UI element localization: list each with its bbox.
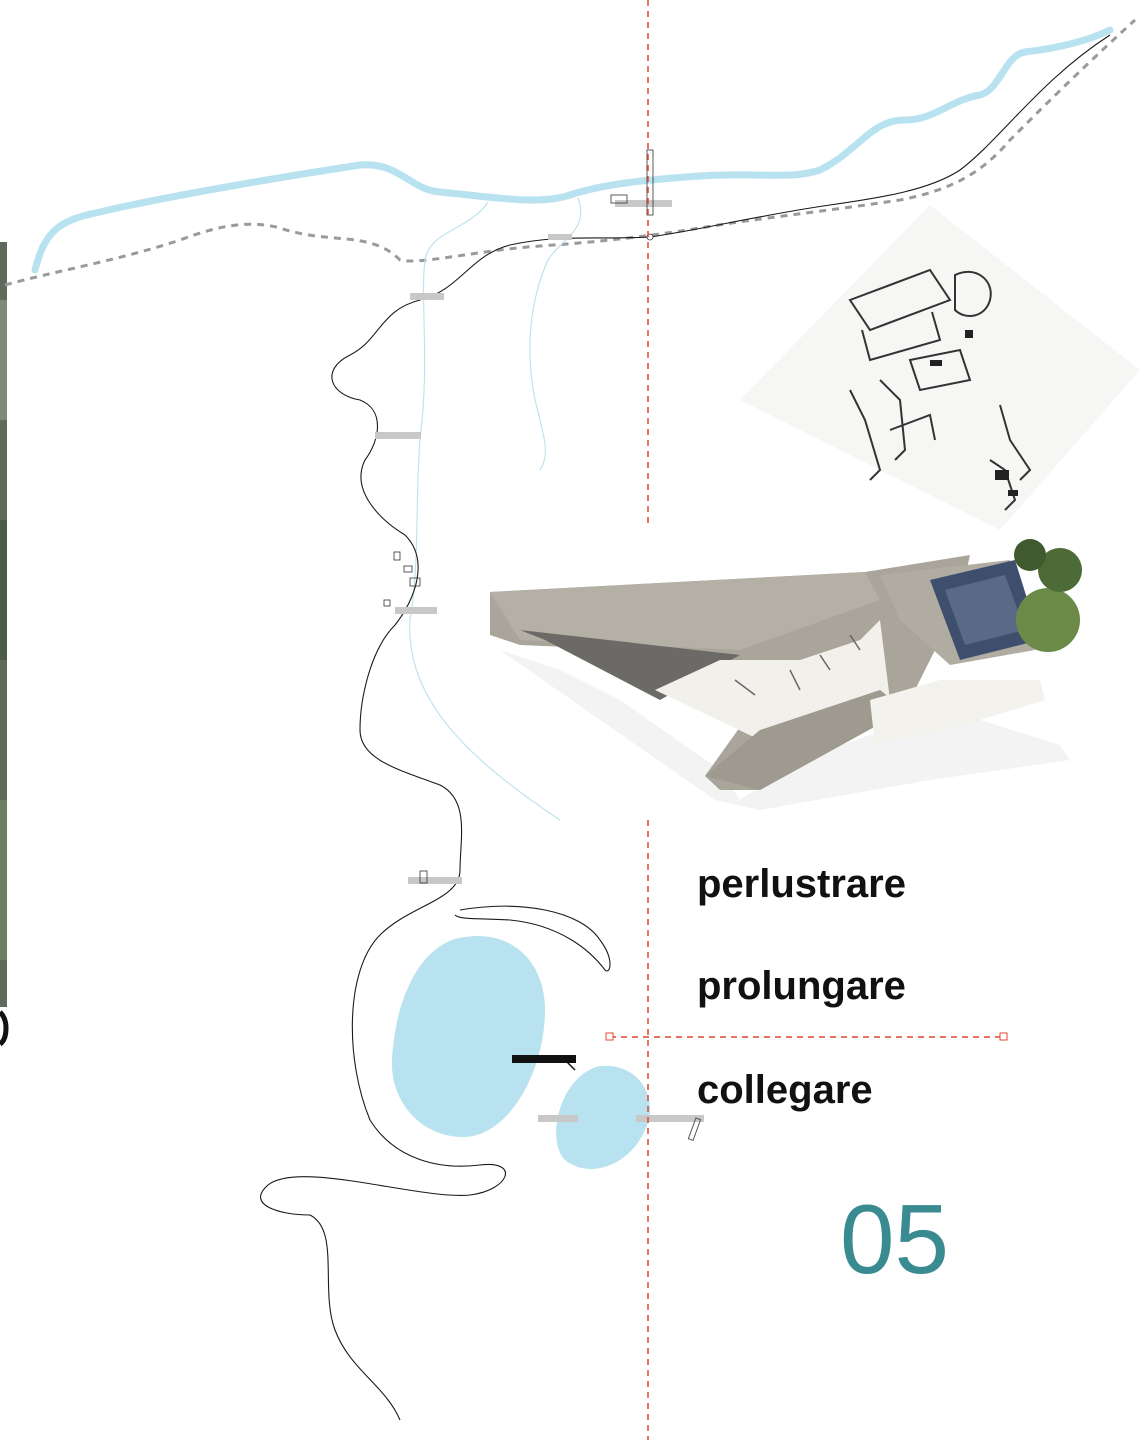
pier bbox=[512, 1055, 576, 1063]
keyword-2: prolungare bbox=[697, 964, 906, 1008]
left-photo-strip bbox=[0, 242, 9, 1047]
keyword-3: collegare bbox=[697, 1068, 873, 1112]
lake-large bbox=[391, 935, 545, 1138]
axis-endpoint-icon bbox=[999, 1032, 1008, 1041]
pier-marker bbox=[564, 1059, 576, 1071]
keyword-1: perlustrare bbox=[697, 862, 906, 906]
path-east bbox=[649, 34, 1111, 238]
museum-roof-render bbox=[490, 539, 1082, 810]
page-number: 05 bbox=[840, 1184, 950, 1294]
ruins-plan bbox=[740, 205, 1140, 530]
river bbox=[31, 26, 1114, 274]
winding-path bbox=[260, 236, 651, 1421]
path-loop bbox=[454, 905, 611, 972]
label-bars bbox=[375, 200, 704, 1122]
axis-endpoint-icon bbox=[605, 1032, 614, 1041]
cut-off-letter bbox=[0, 1010, 9, 1047]
landmark-marker-icon bbox=[687, 1117, 702, 1142]
tributary-left bbox=[409, 201, 561, 821]
lake-small bbox=[556, 1065, 650, 1169]
dashed-route bbox=[4, 18, 1137, 287]
built-elements bbox=[383, 149, 654, 884]
